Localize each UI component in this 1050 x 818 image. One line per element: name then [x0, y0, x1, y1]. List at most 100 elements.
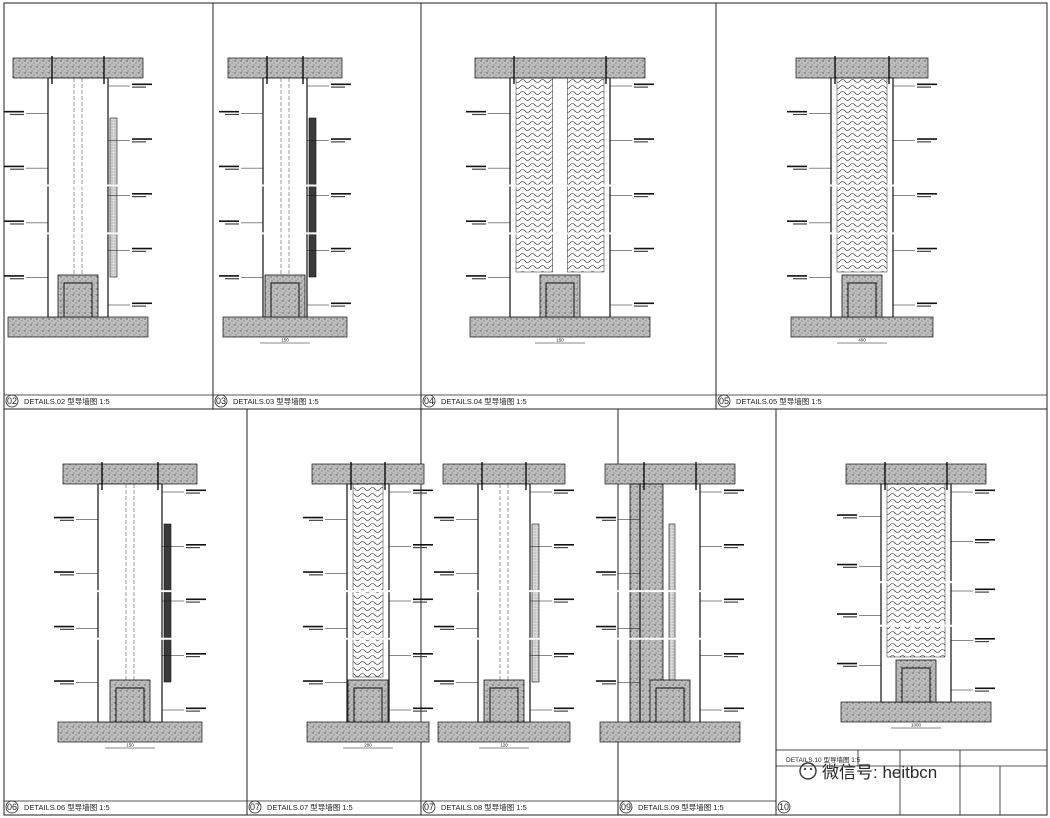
- note-mark: [309, 574, 323, 576]
- note-mark: [54, 571, 74, 573]
- detail-number-circle: [422, 800, 436, 814]
- note-mark: [10, 223, 24, 225]
- note-mark: [724, 598, 744, 601]
- note-mark: [917, 138, 937, 140]
- note-mark: [602, 519, 616, 521]
- note-mark: [634, 250, 648, 252]
- note-mark: [975, 492, 989, 494]
- title-block-label: DETAILS.10 型导墙图 1:5: [786, 755, 861, 764]
- dimension-value: 150: [556, 338, 564, 343]
- note-mark: [793, 223, 807, 225]
- note-mark: [303, 625, 323, 628]
- note-mark: [554, 707, 574, 710]
- floor-slab: [306, 721, 430, 743]
- note-mark: [186, 547, 200, 549]
- detail-number-circle: [777, 800, 791, 814]
- note-mark: [440, 628, 454, 630]
- note-mark: [917, 250, 931, 252]
- note-mark: [413, 653, 433, 655]
- floor-slab: [599, 721, 741, 743]
- note-mark: [303, 516, 323, 519]
- note-mark: [843, 616, 857, 618]
- note-mark: [975, 591, 989, 593]
- note-mark: [724, 710, 738, 712]
- floor-slab: [437, 721, 571, 743]
- note-mark: [331, 196, 345, 198]
- note-mark: [917, 302, 937, 305]
- watermark: 微信号: heitbcn: [799, 762, 937, 782]
- note-mark: [917, 247, 937, 250]
- note-mark: [917, 196, 931, 198]
- insulation-fill: [567, 77, 605, 273]
- ceiling-slab: [62, 463, 198, 485]
- note-mark: [186, 653, 206, 655]
- note-mark: [843, 566, 857, 568]
- ceiling-slab: [474, 57, 646, 79]
- note-mark: [10, 278, 24, 280]
- note-mark: [554, 544, 574, 546]
- note-mark: [975, 588, 995, 591]
- ceiling-slab: [442, 463, 566, 485]
- note-mark: [975, 638, 995, 640]
- note-mark: [634, 141, 648, 143]
- note-mark: [186, 492, 200, 494]
- dimension-value: 150: [281, 338, 289, 343]
- note-mark: [787, 110, 807, 113]
- note-mark: [132, 305, 146, 307]
- detail-number: 10: [779, 802, 789, 812]
- detail-caption: DETAILS.07 型导墙图 1:5: [267, 802, 353, 812]
- note-mark: [793, 113, 807, 116]
- note-mark: [331, 305, 345, 307]
- note-mark: [975, 542, 989, 544]
- note-mark: [309, 628, 323, 630]
- note-mark: [54, 516, 74, 519]
- note-mark: [309, 683, 323, 685]
- note-mark: [132, 141, 146, 143]
- detail-number-circle: [248, 800, 262, 814]
- note-mark: [413, 710, 427, 712]
- note-mark: [917, 141, 931, 143]
- guide-wall-base: [649, 679, 691, 723]
- detail-caption: DETAILS.03 型导墙图 1:5: [233, 396, 319, 406]
- note-mark: [724, 653, 744, 655]
- ceiling-slab: [311, 463, 425, 485]
- floor-slab: [7, 316, 149, 338]
- note-mark: [132, 83, 152, 86]
- steel-bar: [655, 687, 685, 722]
- note-mark: [186, 489, 206, 492]
- note-mark: [303, 571, 323, 573]
- note-mark: [724, 489, 744, 492]
- note-mark: [837, 563, 857, 566]
- note-mark: [472, 278, 486, 280]
- guide-wall-base: [57, 274, 99, 318]
- note-mark: [472, 113, 486, 116]
- sheet-frame: [3, 2, 1048, 816]
- note-mark: [331, 141, 345, 143]
- note-mark: [331, 250, 345, 252]
- note-mark: [413, 544, 433, 546]
- note-mark: [917, 193, 937, 195]
- detail-number: 07: [424, 802, 434, 812]
- note-mark: [554, 547, 568, 549]
- detail-number-circle: [422, 394, 436, 408]
- note-mark: [309, 519, 323, 521]
- note-mark: [602, 574, 616, 576]
- detail-caption: DETAILS.08 型导墙图 1:5: [441, 802, 527, 812]
- note-mark: [724, 601, 738, 603]
- note-mark: [186, 707, 206, 710]
- note-mark: [466, 275, 486, 277]
- note-mark: [787, 220, 807, 222]
- finish-board: [163, 523, 172, 683]
- note-mark: [440, 683, 454, 685]
- note-mark: [724, 707, 744, 710]
- dimension-value: 1000: [911, 723, 922, 728]
- floor-slab: [790, 316, 934, 338]
- note-mark: [60, 683, 74, 685]
- note-mark: [917, 86, 931, 88]
- steel-bar: [115, 687, 145, 722]
- note-mark: [843, 517, 857, 519]
